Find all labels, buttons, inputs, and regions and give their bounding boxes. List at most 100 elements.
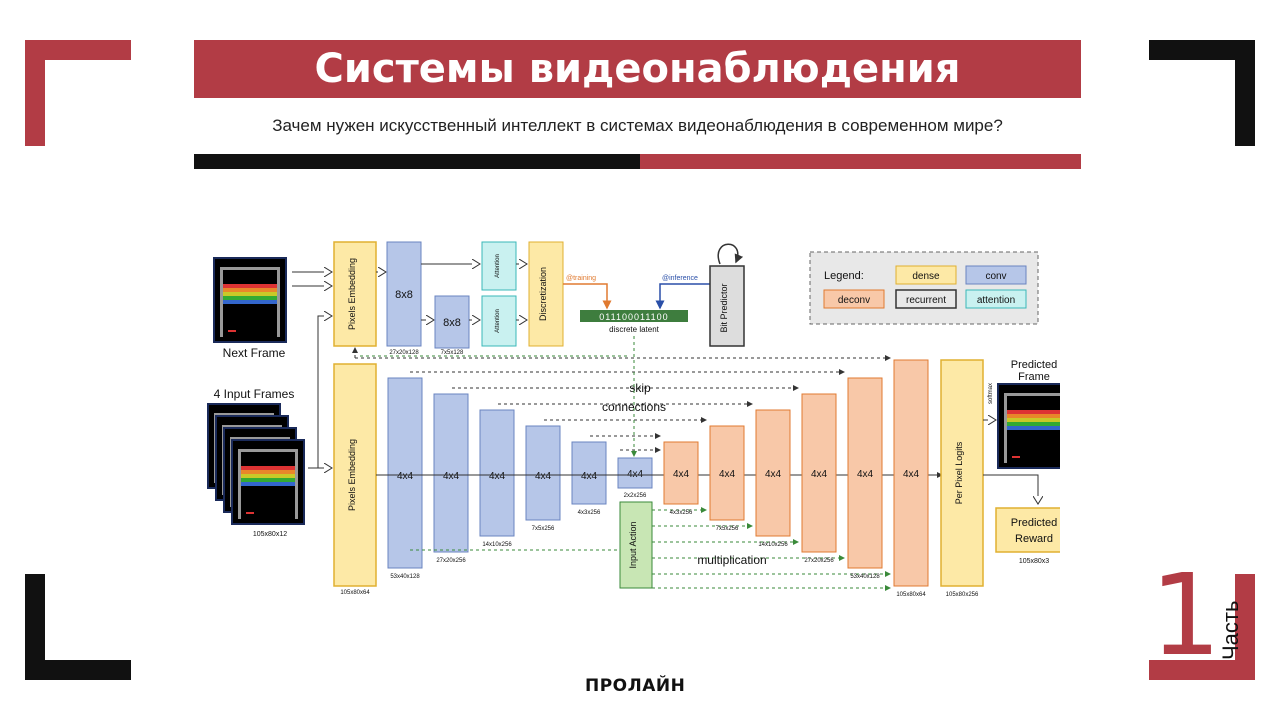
part-word-text: Часть: [1218, 601, 1243, 660]
bit-predictor-block: [709, 265, 745, 347]
per-pixel-logits-block: [940, 359, 984, 587]
decoder-label-5: 4x4: [857, 469, 874, 480]
attention-label-1: Attention: [495, 254, 501, 278]
decoder-block-1: [663, 441, 699, 505]
part-number: 1: [1150, 551, 1222, 681]
input-dims: 105x80x12: [253, 531, 287, 538]
next-frame-image: [213, 257, 287, 343]
at-inference-label: @inference: [662, 275, 698, 282]
decoder-label-3: 4x4: [765, 469, 782, 480]
pixels-embedding-top: [333, 241, 377, 347]
divider-red: [640, 154, 1081, 169]
top-conv-1: [386, 241, 422, 347]
encoder-dims-1: 53x40x128: [390, 574, 420, 580]
attention-label-2: Attention: [495, 309, 501, 333]
top-conv-2: [434, 295, 470, 349]
decoder-label-4: 4x4: [811, 469, 828, 480]
per-pixel-logits-label: Per Pixel Logits: [954, 441, 964, 504]
decoder-dims-4: 27x20x256: [804, 558, 834, 564]
input-frames-label: 4 Input Frames: [214, 387, 295, 401]
decoder-dims-3: 14x10x256: [758, 542, 788, 548]
encoder-block-3: [479, 409, 515, 537]
encoder-block-1: [387, 377, 423, 569]
decoder-block-2: [709, 425, 745, 521]
bit-predictor-label: Bit Predictor: [719, 283, 729, 332]
encoder-dims-4: 7x5x256: [532, 526, 555, 532]
encoder-dims-2: 27x20x256: [436, 558, 466, 564]
legend-attention-label: attention: [977, 295, 1015, 306]
latent-bits-bar: [580, 310, 688, 322]
decoder-block-4: [801, 393, 837, 553]
top-conv-1-dims: 27x20x128: [389, 350, 419, 356]
encoder-label-1: 4x4: [397, 471, 414, 482]
at-training-label: @training: [566, 275, 596, 282]
skip-connections-line2: connections: [602, 400, 666, 414]
encoder-label-5: 4x4: [581, 471, 598, 482]
encoder-dims-3: 14x10x256: [482, 542, 512, 548]
attention-block-2: [481, 295, 517, 347]
corner-top-left: [25, 40, 131, 146]
attention-block-1: [481, 241, 517, 291]
legend-attention: [965, 289, 1027, 309]
softmax-label: softmax: [988, 383, 994, 404]
legend-recurrent: [895, 289, 957, 309]
encoder-dims-6: 2x2x256: [624, 493, 647, 499]
encoder-block-5: [571, 441, 607, 505]
architecture-diagram: Next Frame 4 Input Frames 105x80x12 Pixe…: [207, 241, 1060, 598]
part-word: Часть: [1218, 601, 1243, 660]
multiplication-label: multiplication: [697, 553, 766, 567]
decoder-dims-6: 105x80x64: [896, 592, 926, 598]
legend-conv: [965, 265, 1027, 285]
pixels-embedding-bottom-label: Pixels Embedding: [347, 439, 357, 511]
predicted-reward-line1: Predicted: [1011, 517, 1057, 529]
prolain-logo: ПРОЛАЙН: [585, 676, 686, 696]
discrete-latent-label: discrete latent: [609, 325, 660, 334]
decoder-block-3: [755, 409, 791, 537]
decoder-block-6: [893, 359, 929, 587]
corner-bottom-right: [1149, 574, 1255, 680]
legend-dense-label: dense: [912, 271, 940, 282]
top-conv-1-label: 8x8: [395, 289, 413, 301]
encoder-block-2: [433, 393, 469, 553]
decoder-dims-1: 4x3x256: [670, 510, 693, 516]
encoder-block-4: [525, 425, 561, 521]
encoder-block-6: [617, 457, 653, 489]
predicted-frame-line2: Frame: [1018, 371, 1050, 383]
legend-deconv: [823, 289, 885, 309]
input-action-label: Input Action: [628, 521, 638, 568]
skip-connections-line1: skip: [629, 381, 651, 395]
encoder-dims-5: 4x3x256: [578, 510, 601, 516]
encoder-label-3: 4x4: [489, 471, 506, 482]
decoder-dims-2: 7x5x256: [716, 526, 739, 532]
discretization-block: [528, 241, 564, 347]
predicted-reward-line2: Reward: [1015, 533, 1053, 545]
decoder-label-6: 4x4: [903, 469, 920, 480]
pixels-embedding-top-label: Pixels Embedding: [347, 258, 357, 330]
divider-black: [194, 154, 640, 169]
next-frame-label: Next Frame: [223, 346, 286, 360]
legend-deconv-label: deconv: [838, 295, 870, 306]
legend-box: [809, 251, 1039, 325]
page-title: Системы видеонаблюдения: [194, 40, 1081, 98]
ppl-dims: 105x80x256: [946, 592, 979, 598]
page-subtitle: Зачем нужен искусственный интеллект в си…: [272, 116, 1003, 135]
discretization-label: Discretization: [538, 267, 548, 321]
latent-bits: 011100011100: [599, 312, 668, 322]
legend-dense: [895, 265, 957, 285]
encoder-label-4: 4x4: [535, 471, 552, 482]
predicted-frame-line1: Predicted: [1011, 359, 1057, 371]
input-frame-4: [231, 439, 305, 525]
reward-dims: 105x80x3: [1019, 558, 1049, 565]
decoder-dims-5: 53x40x128: [850, 574, 880, 580]
pixels-embedding-bottom-dims: 105x80x64: [340, 590, 370, 596]
corner-top-right: [1149, 40, 1255, 146]
predicted-frame-image: [997, 383, 1060, 469]
input-action-block: [619, 501, 653, 589]
legend-recurrent-label: recurrent: [906, 295, 946, 306]
predicted-reward-block: [995, 507, 1060, 553]
encoder-label-2: 4x4: [443, 471, 460, 482]
pixels-embedding-bottom: [333, 363, 377, 587]
decoder-label-1: 4x4: [673, 469, 690, 480]
decoder-block-5: [847, 377, 883, 569]
legend-title: Legend:: [824, 270, 864, 282]
